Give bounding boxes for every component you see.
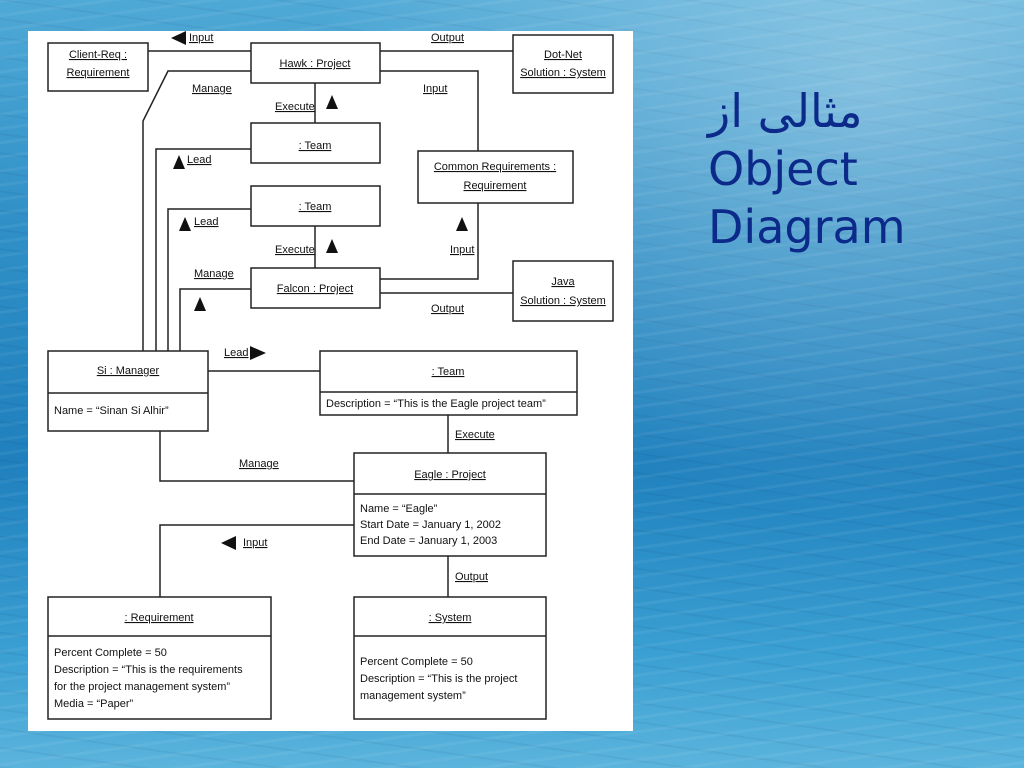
link-label-output: Output	[431, 303, 464, 315]
slide-title: مثالی از Object Diagram	[708, 82, 1008, 256]
system-attr: management system”	[360, 690, 466, 702]
link-label-execute: Execute	[455, 429, 495, 441]
arrow-up-icon	[179, 217, 191, 231]
eagle-attr: Start Date = January 1, 2002	[360, 519, 501, 531]
common-req-name-1: Common Requirements :	[434, 161, 556, 173]
direction-arrows	[171, 31, 468, 550]
link-label-manage: Manage	[192, 83, 232, 95]
si-name: Si : Manager	[97, 365, 160, 377]
requirement-attr: for the project management system”	[54, 681, 230, 693]
object-diagram-svg: Client-Req : Requirement Hawk : Project …	[47, 31, 614, 720]
team2-name: : Team	[299, 201, 332, 213]
arrow-left-icon	[221, 536, 236, 550]
arrow-up-icon	[326, 239, 338, 253]
si-attr: Name = “Sinan Si Alhir”	[54, 405, 169, 417]
link-label-lead: Lead	[187, 154, 211, 166]
dotnet-name-2: Solution : System	[520, 67, 606, 79]
arrow-up-icon	[456, 217, 468, 231]
link-label-execute: Execute	[275, 244, 315, 256]
client-req-name-1: Client-Req :	[69, 49, 127, 61]
common-req-name-2: Requirement	[464, 180, 527, 192]
client-req-name-2: Requirement	[67, 67, 130, 79]
system-box	[353, 596, 547, 720]
si-manager-box	[47, 350, 209, 432]
link-label-execute: Execute	[275, 101, 315, 113]
falcon-name: Falcon : Project	[277, 283, 353, 295]
object-boxes	[47, 34, 614, 720]
link-label-output: Output	[431, 32, 464, 44]
link-label-lead: Lead	[224, 347, 248, 359]
slide-title-persian: مثالی از	[708, 84, 863, 138]
java-name-1: Java	[551, 276, 575, 288]
eagle-attr: Name = “Eagle”	[360, 503, 438, 515]
eagle-box	[353, 452, 547, 557]
dotnet-box	[512, 34, 614, 94]
association-lines	[142, 50, 513, 597]
system-attr: Description = “This is the project	[360, 673, 517, 685]
link-label-output: Output	[455, 571, 488, 583]
slide-title-object: Object	[708, 142, 858, 196]
arrow-up-icon	[194, 297, 206, 311]
team3-box	[319, 350, 578, 416]
compartment-dividers	[48, 391, 577, 637]
hawk-box	[250, 42, 381, 84]
arrow-up-icon	[173, 155, 185, 169]
link-label-input: Input	[189, 32, 213, 44]
arrow-right-icon	[250, 346, 266, 360]
link-label-input: Input	[243, 537, 267, 549]
link-label-manage: Manage	[239, 458, 279, 470]
team2-box	[250, 185, 381, 227]
arrow-up-icon	[326, 95, 338, 109]
link-label-input: Input	[423, 83, 447, 95]
link-label-manage: Manage	[194, 268, 234, 280]
dotnet-name-1: Dot-Net	[544, 49, 582, 61]
eagle-attr: End Date = January 1, 2003	[360, 535, 497, 547]
requirement-attr: Percent Complete = 50	[54, 647, 167, 659]
team3-attr: Description = “This is the Eagle project…	[326, 398, 546, 410]
system-attr: Percent Complete = 50	[360, 656, 473, 668]
common-req-box	[417, 150, 574, 204]
team1-name: : Team	[299, 140, 332, 152]
team1-box	[250, 122, 381, 164]
slide-title-diagram: Diagram	[708, 200, 906, 254]
requirement-name: : Requirement	[124, 612, 193, 624]
object-diagram: Client-Req : Requirement Hawk : Project …	[28, 31, 633, 731]
java-box	[512, 260, 614, 322]
client-req-box	[47, 42, 149, 92]
team3-name: : Team	[432, 366, 465, 378]
system-name: : System	[429, 612, 472, 624]
link-label-lead: Lead	[194, 216, 218, 228]
requirement-box	[47, 596, 272, 720]
falcon-box	[250, 267, 381, 309]
requirement-attr: Media = “Paper”	[54, 698, 134, 710]
java-name-2: Solution : System	[520, 295, 606, 307]
arrow-left-icon	[171, 31, 186, 45]
requirement-attr: Description = “This is the requirements	[54, 664, 243, 676]
hawk-name: Hawk : Project	[280, 58, 351, 70]
link-label-input: Input	[450, 244, 474, 256]
eagle-name: Eagle : Project	[414, 469, 486, 481]
